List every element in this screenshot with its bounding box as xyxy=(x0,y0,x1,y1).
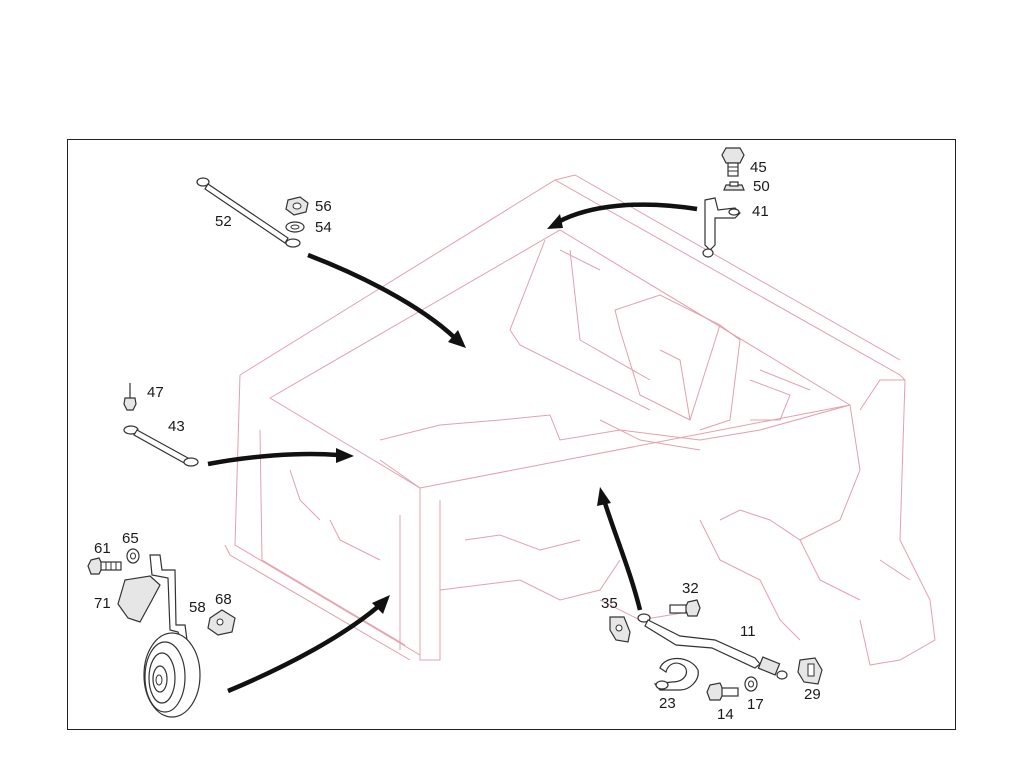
label-part-71: 71 xyxy=(94,595,111,612)
label-part-35: 35 xyxy=(601,595,618,612)
arrowhead-41 xyxy=(547,214,563,229)
washer-17-icon xyxy=(744,676,758,692)
label-part-14: 14 xyxy=(717,706,734,723)
arrowhead-11 xyxy=(597,487,611,506)
label-part-50: 50 xyxy=(753,178,770,195)
washer-54-icon xyxy=(285,221,305,233)
bolt-14-icon xyxy=(706,682,739,701)
label-part-11: 11 xyxy=(740,623,756,640)
label-part-56: 56 xyxy=(315,198,332,215)
label-part-45: 45 xyxy=(750,159,767,176)
label-part-23: 23 xyxy=(659,695,676,712)
bracket-cover-71-icon xyxy=(117,575,161,623)
ground-cable-11-icon xyxy=(637,613,788,680)
assembly-arrows xyxy=(207,202,698,694)
arrowhead-horn xyxy=(372,595,390,614)
ground-cable-43-icon xyxy=(123,425,199,467)
label-part-43: 43 xyxy=(168,418,185,435)
ground-cable-52-icon xyxy=(196,177,301,248)
arrow-52-to-body xyxy=(307,252,457,340)
rivet-47-icon xyxy=(123,383,137,411)
bolt-32-icon xyxy=(669,599,701,617)
label-part-65: 65 xyxy=(122,530,139,547)
label-part-61: 61 xyxy=(94,540,111,557)
clip-68-icon xyxy=(207,609,236,636)
label-part-68: 68 xyxy=(215,591,232,608)
vehicle-front-structure xyxy=(224,174,936,666)
bolt-61-icon xyxy=(87,557,122,575)
ground-strap-41-icon xyxy=(702,197,741,258)
arrowhead-43 xyxy=(336,448,354,463)
bolt-45-icon xyxy=(721,147,745,177)
clip-29-icon xyxy=(797,657,823,685)
washer-65-icon xyxy=(126,548,140,564)
arrowhead-52 xyxy=(448,330,466,348)
label-part-17: 17 xyxy=(747,696,764,713)
clip-nut-35-icon xyxy=(609,616,631,643)
label-part-41: 41 xyxy=(752,203,769,220)
label-part-52: 52 xyxy=(215,213,232,230)
clip-nut-50-icon xyxy=(723,181,745,191)
label-part-47: 47 xyxy=(147,384,164,401)
horn-icon xyxy=(143,632,201,718)
nut-56-icon xyxy=(285,196,309,216)
arrow-43-to-body xyxy=(207,451,339,467)
arrow-horn-to-body xyxy=(227,603,382,694)
label-part-58: 58 xyxy=(189,599,206,616)
label-part-54: 54 xyxy=(315,219,332,236)
arrow-41-to-body xyxy=(556,202,698,224)
label-part-32: 32 xyxy=(682,580,699,597)
arrow-11-to-body xyxy=(601,499,643,611)
cable-clamp-23-icon xyxy=(653,657,699,691)
label-part-29: 29 xyxy=(804,686,821,703)
horn-bracket-58-icon xyxy=(149,554,188,643)
